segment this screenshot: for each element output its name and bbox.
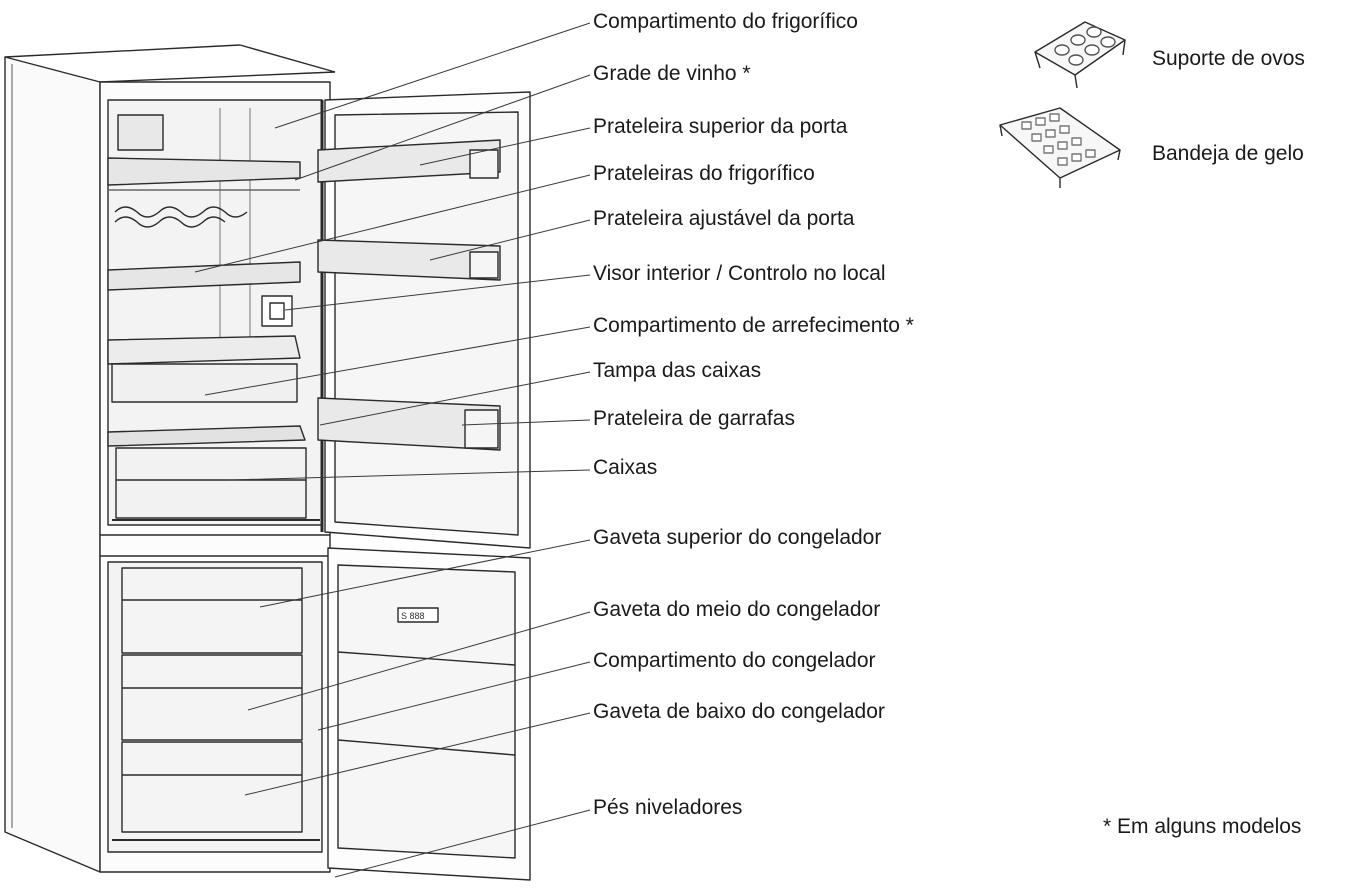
- egg-tray-icon: [1035, 22, 1125, 88]
- label-leveling-feet: Pés niveladores: [593, 796, 742, 820]
- label-fridge-compartment: Compartimento do frigorífico: [593, 10, 858, 34]
- bottle-shelf-shape: [318, 398, 500, 450]
- label-freezer-top-drawer: Gaveta superior do congelador: [593, 526, 881, 550]
- label-bottle-shelf: Prateleira de garrafas: [593, 407, 795, 431]
- label-interior-display: Visor interior / Controlo no local: [593, 262, 886, 286]
- label-freezer-bottom-drawer: Gaveta de baixo do congelador: [593, 700, 885, 724]
- crispers-shape: [112, 448, 320, 520]
- chill-compartment-shape: [108, 336, 300, 402]
- label-fridge-shelves: Prateleiras do frigorífico: [593, 162, 815, 186]
- label-ice-tray: Bandeja de gelo: [1152, 142, 1304, 166]
- label-egg-holder: Suporte de ovos: [1152, 47, 1305, 71]
- label-crispers: Caixas: [593, 456, 657, 480]
- label-freezer-middle-drawer: Gaveta do meio do congelador: [593, 598, 880, 622]
- label-crisper-cover: Tampa das caixas: [593, 359, 761, 383]
- door-display-text: S 888: [401, 611, 425, 621]
- label-upper-door-shelf: Prateleira superior da porta: [593, 115, 847, 139]
- ice-tray-icon: [1000, 108, 1120, 188]
- footnote: * Em alguns modelos: [1103, 815, 1301, 839]
- label-adjustable-door-shelf: Prateleira ajustável da porta: [593, 207, 855, 231]
- label-chill-compartment: Compartimento de arrefecimento *: [593, 314, 914, 338]
- label-freezer-compartment: Compartimento do congelador: [593, 649, 876, 673]
- freezer-drawers-shape: [112, 568, 320, 840]
- label-wine-rack: Grade de vinho *: [593, 62, 751, 86]
- freezer-door: [328, 548, 530, 880]
